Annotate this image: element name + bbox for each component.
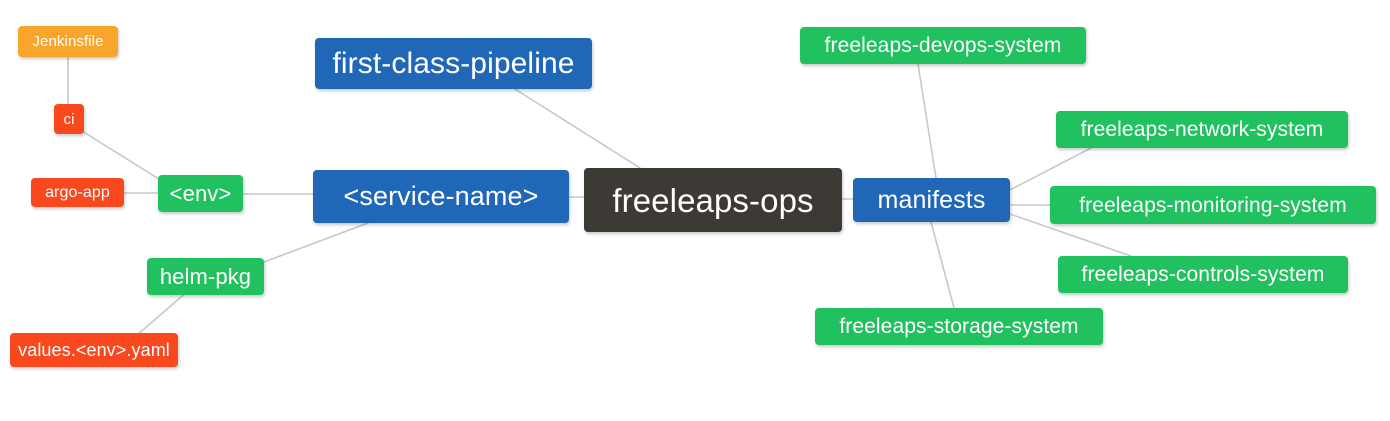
edge-service-name-to-helm-pkg	[263, 222, 369, 263]
node-label-freeleaps-monitoring-system: freeleaps-monitoring-system	[1079, 193, 1347, 217]
node-label-first-class-pipeline: first-class-pipeline	[332, 46, 575, 80]
edge-ci-to-env	[81, 130, 163, 182]
node-label-freeleaps-controls-system: freeleaps-controls-system	[1081, 263, 1325, 286]
node-label-env: <env>	[169, 180, 232, 206]
node-label-jenkinsfile: Jenkinsfile	[32, 33, 104, 50]
node-service-name[interactable]: <service-name>	[313, 170, 569, 223]
node-helm-pkg[interactable]: helm-pkg	[147, 258, 264, 295]
node-freeleaps-controls-system[interactable]: freeleaps-controls-system	[1058, 256, 1348, 293]
node-argo-app[interactable]: argo-app	[31, 178, 124, 207]
node-label-service-name: <service-name>	[343, 181, 539, 211]
node-label-helm-pkg: helm-pkg	[159, 263, 252, 289]
node-freeleaps-storage-system[interactable]: freeleaps-storage-system	[815, 308, 1103, 345]
node-values-yaml[interactable]: values.<env>.yaml	[10, 333, 178, 367]
edge-manifests-to-freeleaps-network-system	[1009, 147, 1092, 191]
node-env[interactable]: <env>	[158, 175, 243, 212]
node-label-ci: ci	[63, 110, 75, 128]
edge-manifests-to-freeleaps-storage-system	[930, 221, 955, 309]
edge-helm-pkg-to-values-yaml	[135, 290, 189, 337]
node-freeleaps-network-system[interactable]: freeleaps-network-system	[1056, 111, 1348, 148]
node-jenkinsfile[interactable]: Jenkinsfile	[18, 26, 118, 57]
node-freeleaps-ops[interactable]: freeleaps-ops	[584, 168, 842, 232]
node-ci[interactable]: ci	[54, 104, 84, 134]
node-label-manifests: manifests	[877, 185, 986, 214]
node-label-freeleaps-storage-system: freeleaps-storage-system	[839, 315, 1079, 338]
node-manifests[interactable]: manifests	[853, 178, 1010, 222]
node-label-freeleaps-ops: freeleaps-ops	[612, 181, 814, 219]
node-first-class-pipeline[interactable]: first-class-pipeline	[315, 38, 592, 89]
node-label-freeleaps-devops-system: freeleaps-devops-system	[824, 34, 1062, 57]
node-label-argo-app: argo-app	[45, 183, 110, 201]
edge-first-class-pipeline-to-freeleaps-ops	[514, 88, 641, 169]
node-freeleaps-devops-system[interactable]: freeleaps-devops-system	[800, 27, 1086, 64]
node-label-values-yaml: values.<env>.yaml	[18, 340, 170, 360]
node-label-freeleaps-network-system: freeleaps-network-system	[1080, 118, 1324, 141]
edge-manifests-to-freeleaps-devops-system	[917, 63, 937, 179]
node-freeleaps-monitoring-system[interactable]: freeleaps-monitoring-system	[1050, 186, 1376, 224]
